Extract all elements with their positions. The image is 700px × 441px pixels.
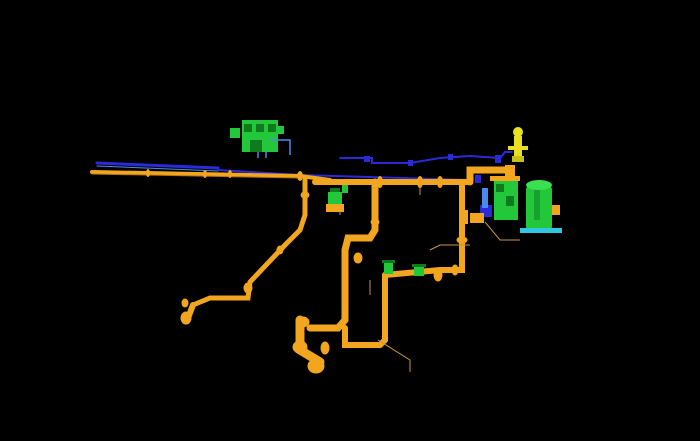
heat-exchanger-green[interactable] xyxy=(470,176,520,223)
equipment-skid-upper[interactable] xyxy=(230,120,291,158)
central-riser-pipe[interactable] xyxy=(292,178,468,374)
yellow-valve-assembly[interactable] xyxy=(508,127,528,162)
control-valve-lower-mid[interactable] xyxy=(412,264,426,276)
left-drop-pipe[interactable] xyxy=(180,177,310,325)
right-header-blue-fittings[interactable] xyxy=(460,165,515,224)
control-valve-upper[interactable] xyxy=(326,185,348,212)
main-orange-header[interactable] xyxy=(90,166,509,188)
vertical-tank-green[interactable] xyxy=(520,180,562,233)
control-valve-lower-left[interactable] xyxy=(382,260,395,274)
